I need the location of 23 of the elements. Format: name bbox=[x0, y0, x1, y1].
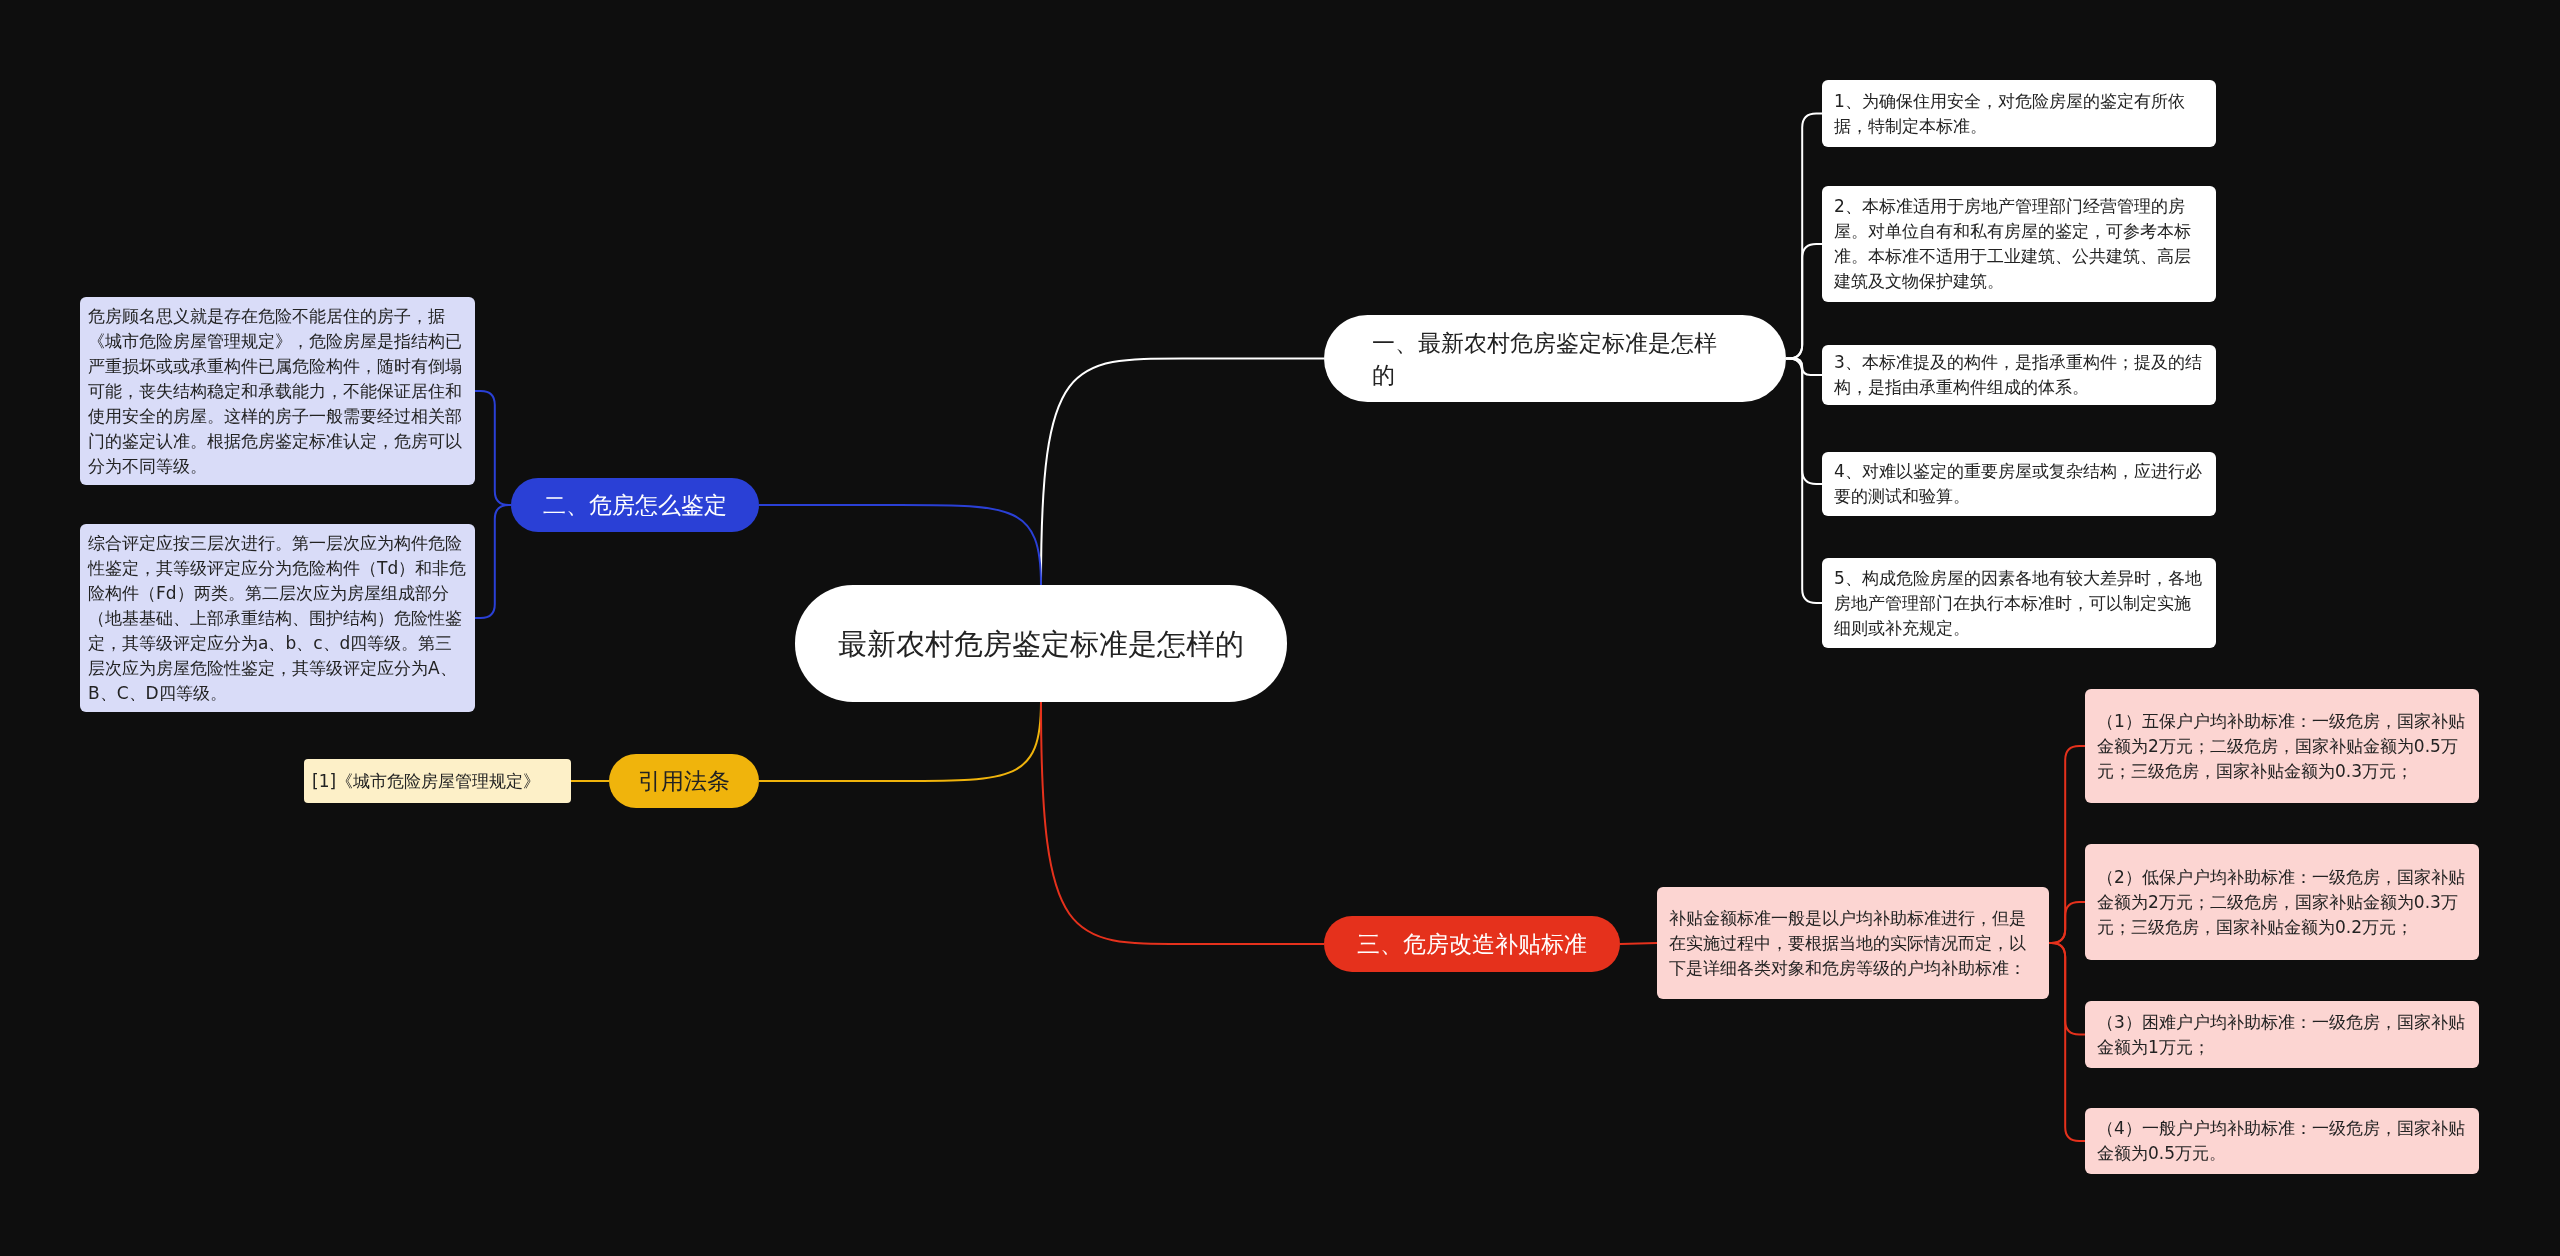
note-card: 危房顾名思义就是存在危险不能居住的房子，据《城市危险房屋管理规定》，危险房屋是指结构已严重损坏或或承重构件已属危险构件，随时有倒塌可能，丧失结构稳定和承载能力，不能保证居住和使用安全的房屋。这样的房子一般需要经过相关部门的鉴定认准。根据危房鉴定标准认定，危房可以分为不同等级。 bbox=[80, 297, 475, 485]
note-card: 1、为确保住用安全，对危险房屋的鉴定有所依据，特制定本标准。 bbox=[1822, 80, 2216, 147]
branch-topic: 二、危房怎么鉴定 bbox=[511, 478, 759, 532]
connector-line bbox=[1619, 942, 1658, 945]
branch-topic: 三、危房改造补贴标准 bbox=[1324, 916, 1620, 972]
connector-line bbox=[758, 504, 1042, 586]
note-card: 补贴金额标准一般是以户均补助标准进行，但是在实施过程中，要根据当地的实际情况而定，以下是详细各类对象和危房等级的户均补助标准： bbox=[1657, 887, 2049, 999]
note-card: 4、对难以鉴定的重要房屋或复杂结构，应进行必要的测试和验算。 bbox=[1822, 452, 2216, 516]
note-card: （1）五保户户均补助标准：一级危房，国家补贴金额为2万元；二级危房，国家补贴金额为0.5万元；三级危房，国家补贴金额为0.3万元； bbox=[2085, 689, 2479, 803]
branch-topic: 一、最新农村危房鉴定标准是怎样的 bbox=[1324, 315, 1786, 402]
note-card: 2、本标准适用于房地产管理部门经营管理的房屋。对单位自有和私有房屋的鉴定，可参考本标准。本标准不适用于工业建筑、公共建筑、高层建筑及文物保护建筑。 bbox=[1822, 186, 2216, 302]
connector-line bbox=[1040, 701, 1325, 945]
note-card: （2）低保户户均补助标准：一级危房，国家补贴金额为2万元；二级危房，国家补贴金额为0.3万元；三级危房，国家补贴金额为0.2万元； bbox=[2085, 844, 2479, 960]
note-card: （4）一般户户均补助标准：一级危房，国家补贴金额为0.5万元。 bbox=[2085, 1108, 2479, 1174]
note-card: 3、本标准提及的构件，是指承重构件；提及的结构，是指由承重构件组成的体系。 bbox=[1822, 345, 2216, 405]
connector-line bbox=[570, 780, 610, 782]
note-card: （3）困难户户均补助标准：一级危房，国家补贴金额为1万元； bbox=[2085, 1001, 2479, 1068]
note-card: 综合评定应按三层次进行。第一层次应为构件危险性鉴定，其等级评定应分为危险构件（Td）和非危险构件（Fd）两类。第二层次应为房屋组成部分（地基基础、上部承重结构、围护结构）危险性鉴定，其等级评定应分为a、b、c、d四等级。第三层次应为房屋危险性鉴定，其等级评定应分为A、B、C、D四等级。 bbox=[80, 524, 475, 712]
central-topic: 最新农村危房鉴定标准是怎样的 bbox=[795, 585, 1287, 702]
connector-line bbox=[1785, 243, 1823, 360]
branch-topic: 引用法条 bbox=[609, 754, 759, 808]
note-card: 5、构成危险房屋的因素各地有较大差异时，各地房地产管理部门在执行本标准时，可以制定实施细则或补充规定。 bbox=[1822, 558, 2216, 648]
note-card: [1]《城市危险房屋管理规定》 bbox=[304, 759, 571, 803]
